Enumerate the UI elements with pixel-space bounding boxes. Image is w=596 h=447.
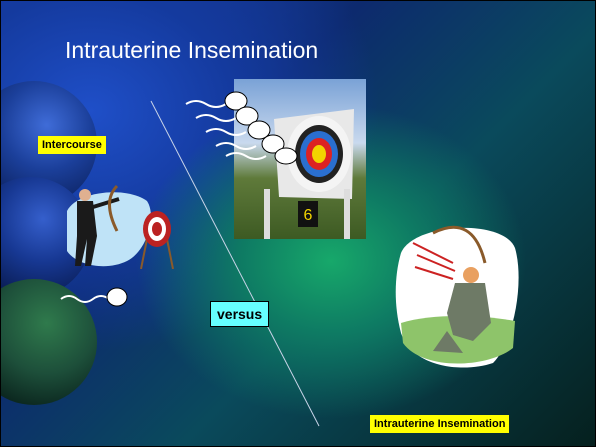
versus-label: versus [210, 301, 270, 327]
kneeling-archer-icon [395, 225, 519, 368]
sperm-icon [60, 287, 128, 307]
slide-title: Intrauterine Insemination [65, 37, 319, 63]
archer-icon [67, 184, 151, 267]
sperm-icon [185, 91, 298, 165]
target-icon [140, 211, 174, 269]
iui-label: Intrauterine Insemination [370, 415, 510, 433]
intercourse-label: Intercourse [38, 136, 106, 154]
target-number: 6 [304, 207, 313, 224]
